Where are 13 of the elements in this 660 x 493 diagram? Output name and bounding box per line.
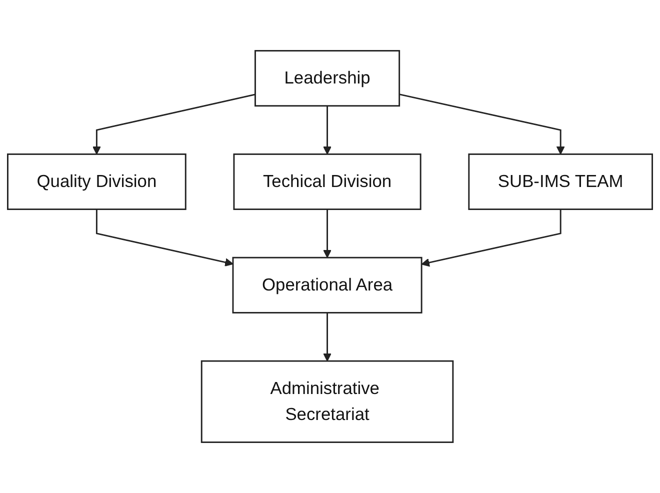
arrow [421, 209, 562, 267]
arrow [92, 94, 256, 155]
node-box: Operational Area [232, 256, 422, 314]
node-box: Administrative Secretariat [200, 360, 454, 443]
node-box: Techical Division [233, 153, 422, 210]
arrow [323, 106, 332, 155]
node-box: Quality Division [7, 153, 186, 210]
arrow [323, 312, 332, 362]
arrow [96, 209, 234, 266]
arrow [399, 94, 565, 155]
arrow [323, 209, 332, 258]
node-box: SUB-IMS TEAM [468, 153, 653, 210]
node-box: Leadership [254, 50, 400, 107]
